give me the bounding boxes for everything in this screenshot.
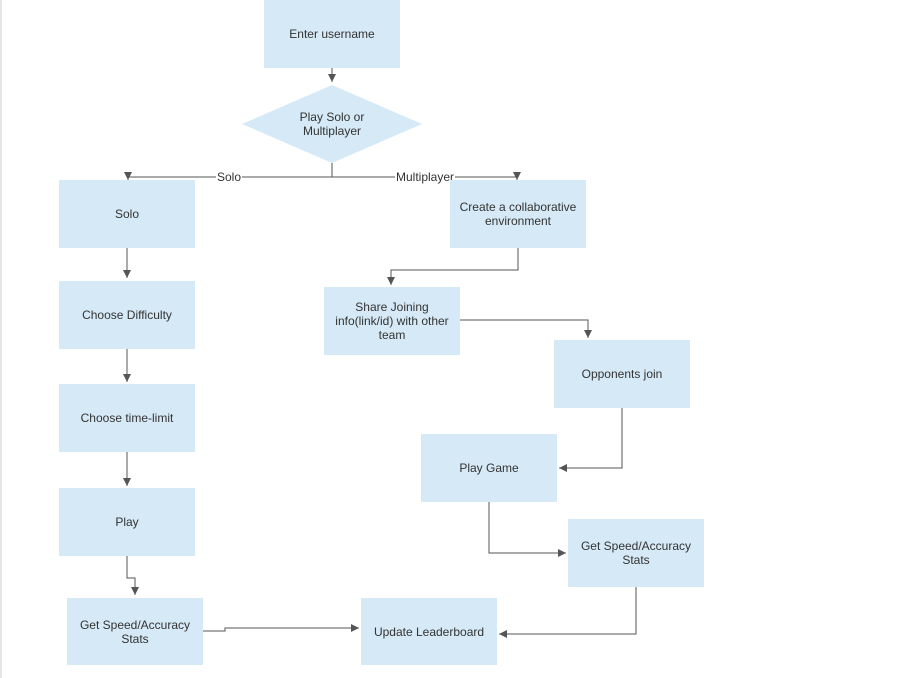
- edge-create-env-to-share: [387, 248, 519, 285]
- update-leaderboard-node: Update Leaderboard: [361, 598, 497, 665]
- edge-play-game-to-multi-stats: [488, 502, 566, 557]
- decision-label: Play Solo or Multiplayer: [299, 110, 365, 138]
- solo-node: Solo: [59, 180, 195, 248]
- create-environment-node: Create a collaborative environment: [450, 180, 586, 248]
- edge-opponents-to-play-game: [559, 408, 623, 472]
- choose-difficulty-node: Choose Difficulty: [59, 281, 195, 349]
- edge-label-multiplayer: Multiplayer: [394, 170, 456, 184]
- edge-share-to-opponents: [460, 319, 592, 338]
- play-game-node: Play Game: [421, 434, 557, 502]
- edge-play-to-solo-stats: [126, 556, 139, 595]
- decision-diamond: [242, 85, 422, 163]
- enter-username-node: Enter username: [264, 0, 400, 68]
- share-joining-info-node: Share Joining info(link/id) with other t…: [324, 287, 460, 355]
- opponents-join-node: Opponents join: [554, 340, 690, 408]
- edge-label-solo: Solo: [215, 170, 243, 184]
- choose-time-limit-node: Choose time-limit: [59, 384, 195, 452]
- edge-decision-to-multiplayer: [332, 172, 521, 180]
- play-node: Play: [59, 488, 195, 556]
- edge-solo-stats-to-leaderboard: [203, 624, 359, 632]
- edge-multi-stats-to-leaderboard: [499, 587, 637, 638]
- multi-stats-node: Get Speed/Accuracy Stats: [568, 519, 704, 587]
- solo-stats-node: Get Speed/Accuracy Stats: [67, 598, 203, 665]
